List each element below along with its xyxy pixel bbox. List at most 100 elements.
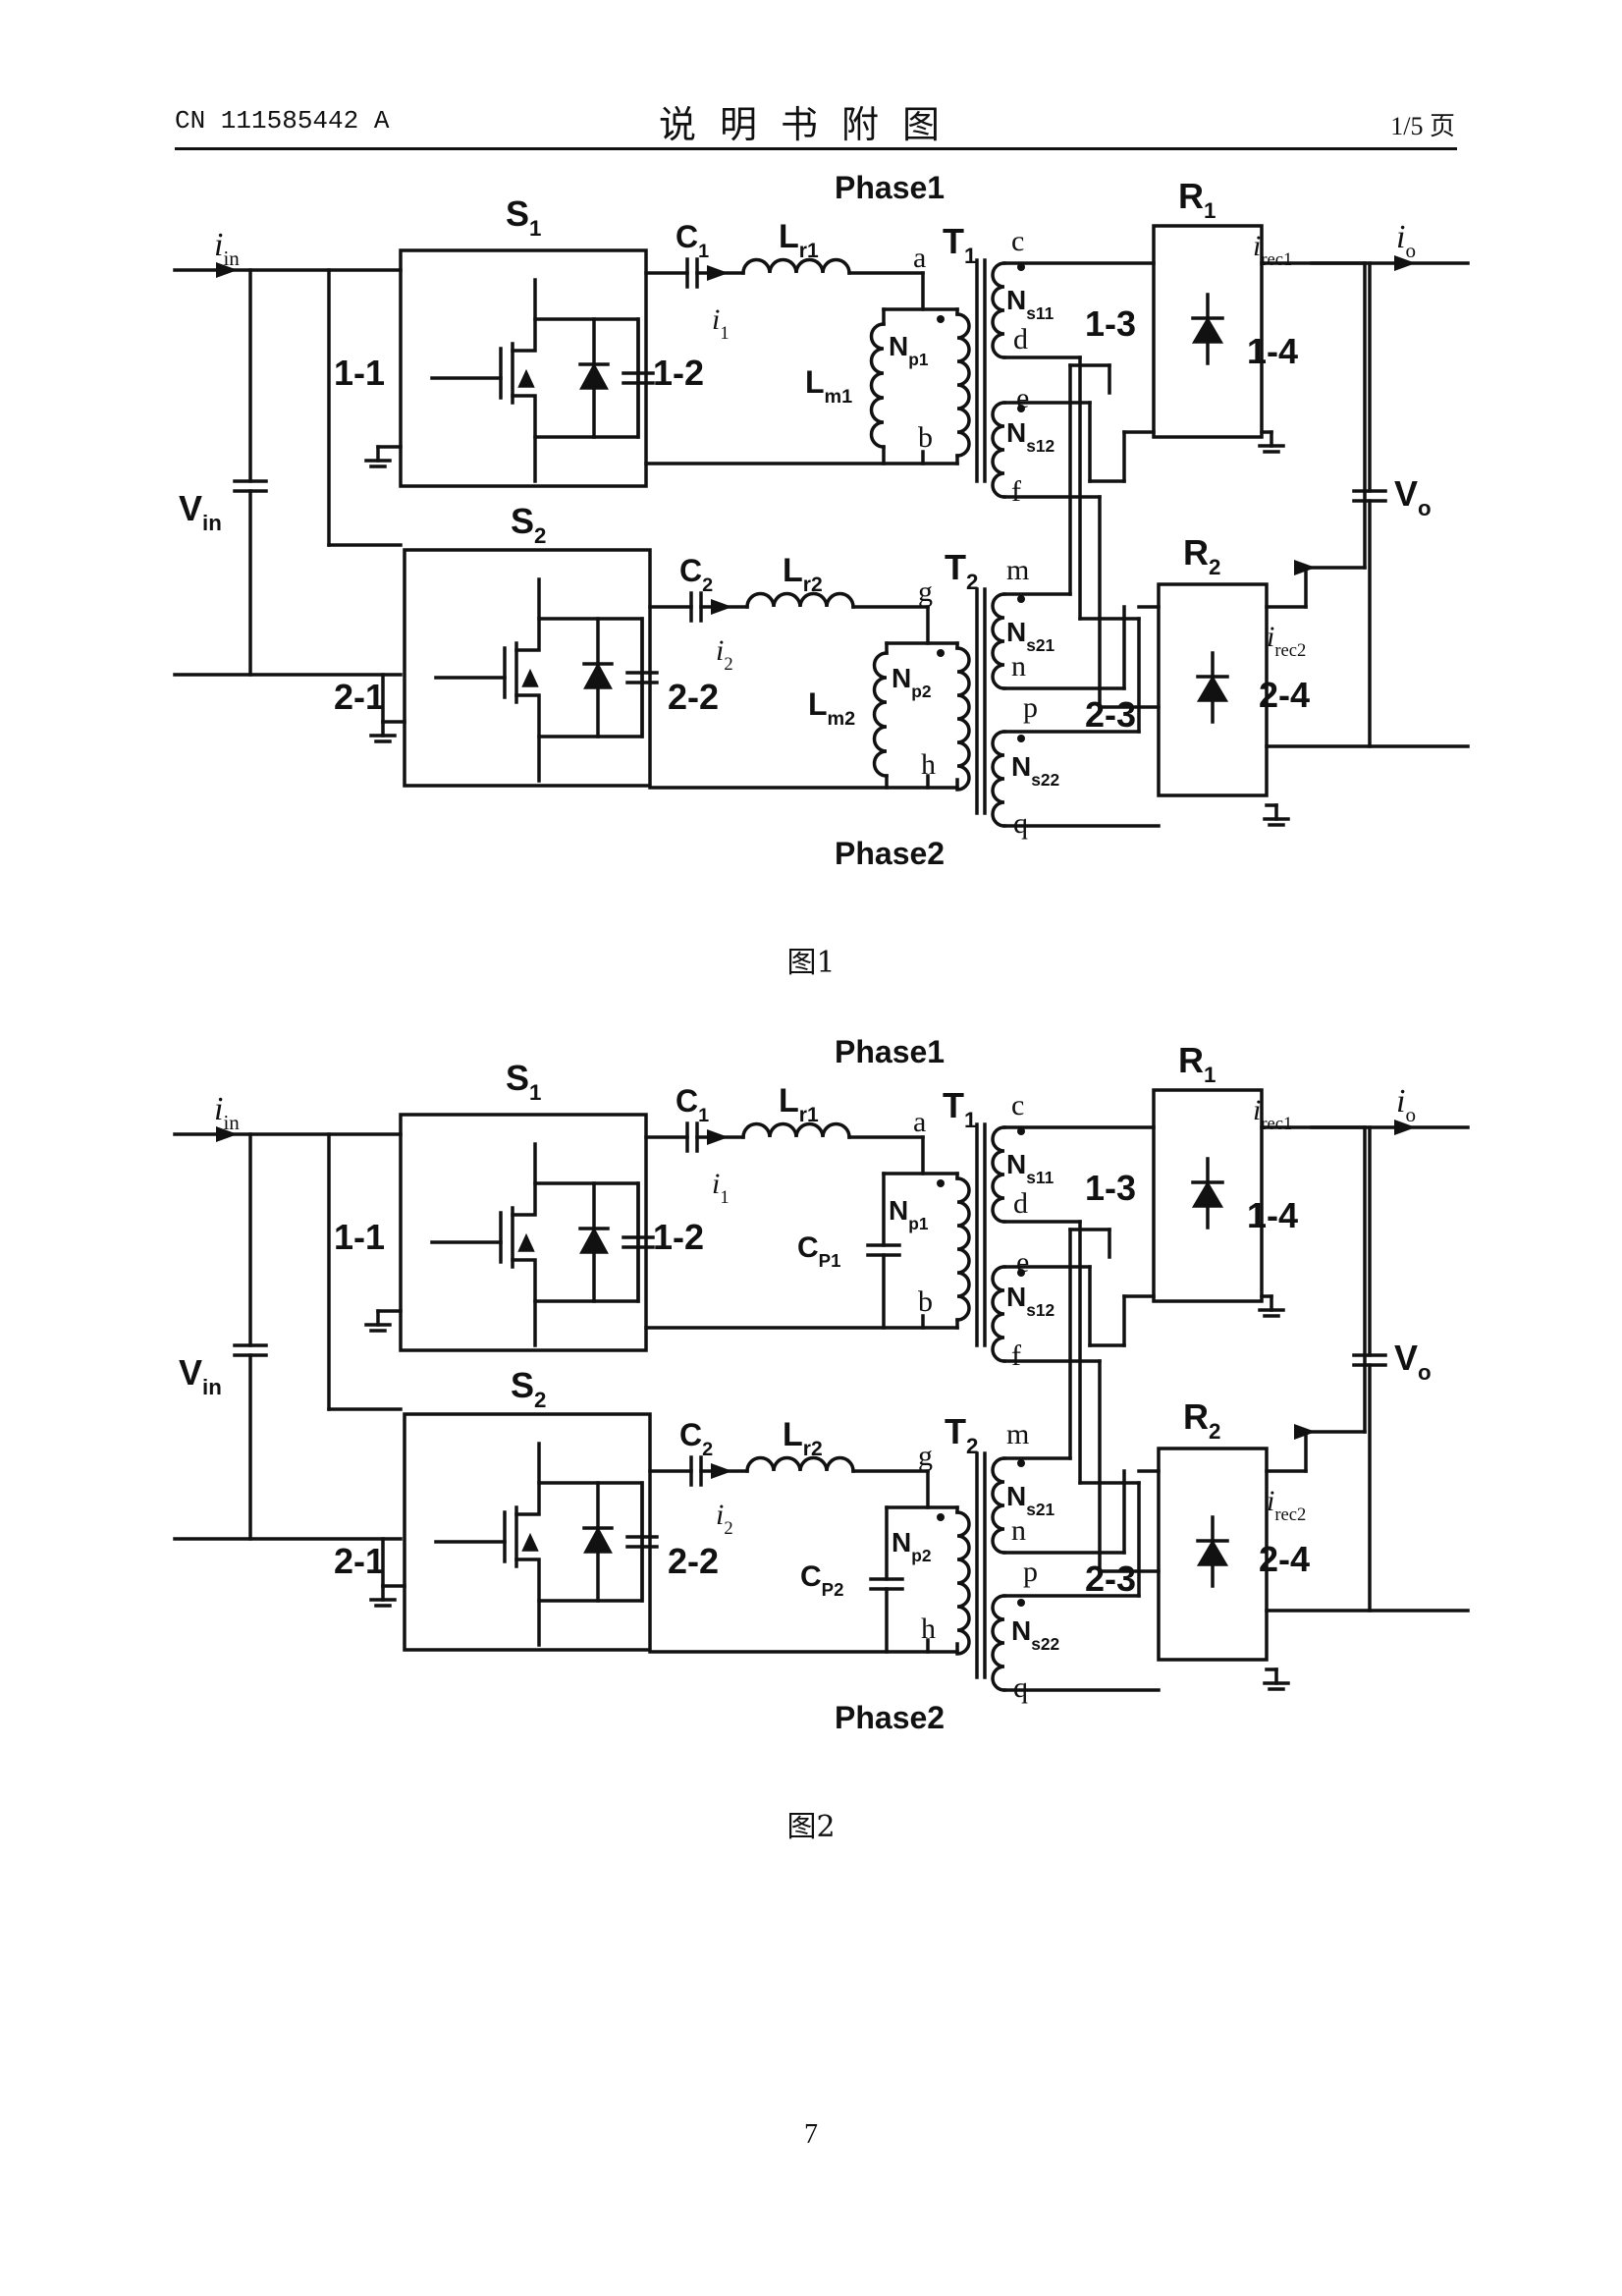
- ns12-label: Ns12: [1006, 417, 1054, 456]
- ns21-label: Ns21: [1006, 617, 1055, 655]
- node-g-label: g: [918, 575, 933, 608]
- shunt-1-label: Lm1: [805, 364, 852, 408]
- switch-2-label: S2: [511, 1365, 546, 1412]
- i1-label: i1: [712, 303, 730, 344]
- polarity-dot: [1017, 1269, 1025, 1277]
- terminal-1-4-label: 1-4: [1247, 331, 1298, 371]
- ns11-label: Ns11: [1006, 285, 1054, 323]
- node-d-label: d: [1013, 323, 1028, 355]
- cap-1-label: C1: [676, 1083, 709, 1126]
- irec1-label: irec1: [1253, 1094, 1292, 1134]
- ns11-label: Ns11: [1006, 1149, 1054, 1187]
- secondary-winding-11: [991, 1125, 1006, 1224]
- secondary-winding-12: [991, 1265, 1006, 1363]
- shunt-1-label: CP1: [797, 1231, 840, 1271]
- t1-label: T1: [943, 1085, 976, 1132]
- phase1-label: Phase1: [835, 170, 945, 205]
- figure-1-caption: 图1: [786, 946, 836, 980]
- rectifier-diode: [1196, 651, 1229, 724]
- switch-1-inner: [430, 1142, 655, 1347]
- shunt-2-label: Lm2: [808, 686, 855, 730]
- polarity-dot: [1017, 595, 1025, 603]
- switch-1-label: S1: [506, 1058, 541, 1105]
- polarity-dot: [1017, 1459, 1025, 1467]
- i2-label: i2: [716, 1499, 733, 1539]
- switch-box-2: [403, 548, 652, 788]
- figure-2-caption: 图2: [786, 1810, 836, 1844]
- input-current-label: iin: [214, 1091, 240, 1134]
- terminal-1-1-label: 1-1: [334, 1217, 385, 1257]
- primary-winding-2: [955, 1510, 971, 1656]
- lr2-label: Lr2: [783, 1416, 823, 1460]
- secondary-winding-11: [991, 261, 1006, 359]
- switch-2-inner: [434, 1442, 659, 1647]
- node-h-label: h: [921, 1613, 936, 1645]
- resonant-inductor-2: [745, 1455, 855, 1473]
- switch-2-label: S2: [511, 501, 546, 548]
- lr2-label: Lr2: [783, 552, 823, 596]
- secondary-winding-21: [991, 1456, 1006, 1555]
- node-p-label: p: [1023, 691, 1038, 724]
- lr1-label: Lr1: [779, 218, 819, 262]
- switch-1-label: S1: [506, 193, 541, 241]
- cap-2-label: C2: [679, 553, 713, 596]
- terminal-2-4-label: 2-4: [1259, 675, 1310, 715]
- ns21-label: Ns21: [1006, 1481, 1055, 1519]
- terminal-1-1-label: 1-1: [334, 353, 385, 393]
- terminal-2-4-label: 2-4: [1259, 1539, 1310, 1579]
- output-current-arrow: [1394, 1120, 1416, 1135]
- node-q-label: q: [1013, 1671, 1028, 1704]
- page-number: 7: [804, 2119, 818, 2150]
- switch-2-inner: [434, 577, 659, 783]
- i2-label: i2: [716, 634, 733, 675]
- phase2-label: Phase2: [835, 1700, 945, 1735]
- switch-box-1: [399, 248, 648, 488]
- magnetizing-inductor-1: [869, 322, 886, 449]
- phase1-label: Phase1: [835, 1034, 945, 1069]
- cap-2-label: C2: [679, 1417, 713, 1460]
- irec1-label: irec1: [1253, 230, 1292, 270]
- polarity-dot: [937, 315, 945, 323]
- np2-label: Np2: [892, 663, 932, 701]
- np1-label: Np1: [889, 331, 929, 369]
- node-a-label: a: [913, 1106, 926, 1138]
- vo-label: Vo: [1394, 1338, 1432, 1385]
- ground-symbol: [1258, 430, 1285, 454]
- phase2-label: Phase2: [835, 836, 945, 871]
- phase1-current-arrow: [707, 1129, 729, 1145]
- terminal-1-2-label: 1-2: [653, 353, 704, 393]
- r1-label: R1: [1178, 176, 1216, 223]
- r2-label: R2: [1183, 1396, 1220, 1444]
- input-current-arrow: [216, 262, 238, 278]
- terminal-1-3-label: 1-3: [1085, 303, 1136, 344]
- resonant-inductor-1: [741, 257, 851, 275]
- header-rule: [175, 147, 1457, 150]
- circuit-diagram: Phase1Phase2S1S2C1C2Lr1Lr2CP1CP2T1T2R1R2…: [173, 1034, 1470, 1735]
- vin-label: Vin: [179, 488, 222, 535]
- polarity-dot: [937, 1513, 945, 1521]
- terminal-2-2-label: 2-2: [668, 677, 719, 717]
- secondary-winding-12: [991, 401, 1006, 499]
- i1-label: i1: [712, 1168, 730, 1208]
- polarity-dot: [1017, 1599, 1025, 1607]
- secondary-winding-22: [991, 1594, 1006, 1692]
- rectifier-diode: [1191, 293, 1224, 365]
- output-current-arrow: [1394, 255, 1416, 271]
- node-m-label: m: [1006, 1418, 1029, 1450]
- output-current-label: io: [1396, 219, 1416, 262]
- rectifier-diode: [1191, 1157, 1224, 1230]
- output-current-label: io: [1396, 1083, 1416, 1126]
- node-f-label: f: [1011, 475, 1021, 508]
- page-of-label: 1/5 页: [1390, 112, 1455, 140]
- magnetizing-inductor-2: [872, 651, 889, 778]
- terminal-1-3-label: 1-3: [1085, 1168, 1136, 1208]
- ns12-label: Ns12: [1006, 1282, 1054, 1320]
- polarity-dot: [1017, 405, 1025, 412]
- rectifier2-current-arrow: [1294, 1424, 1316, 1440]
- resonant-inductor-2: [745, 591, 855, 609]
- cap-1-label: C1: [676, 219, 709, 262]
- vin-label: Vin: [179, 1352, 222, 1399]
- terminal-2-3-label: 2-3: [1085, 694, 1136, 735]
